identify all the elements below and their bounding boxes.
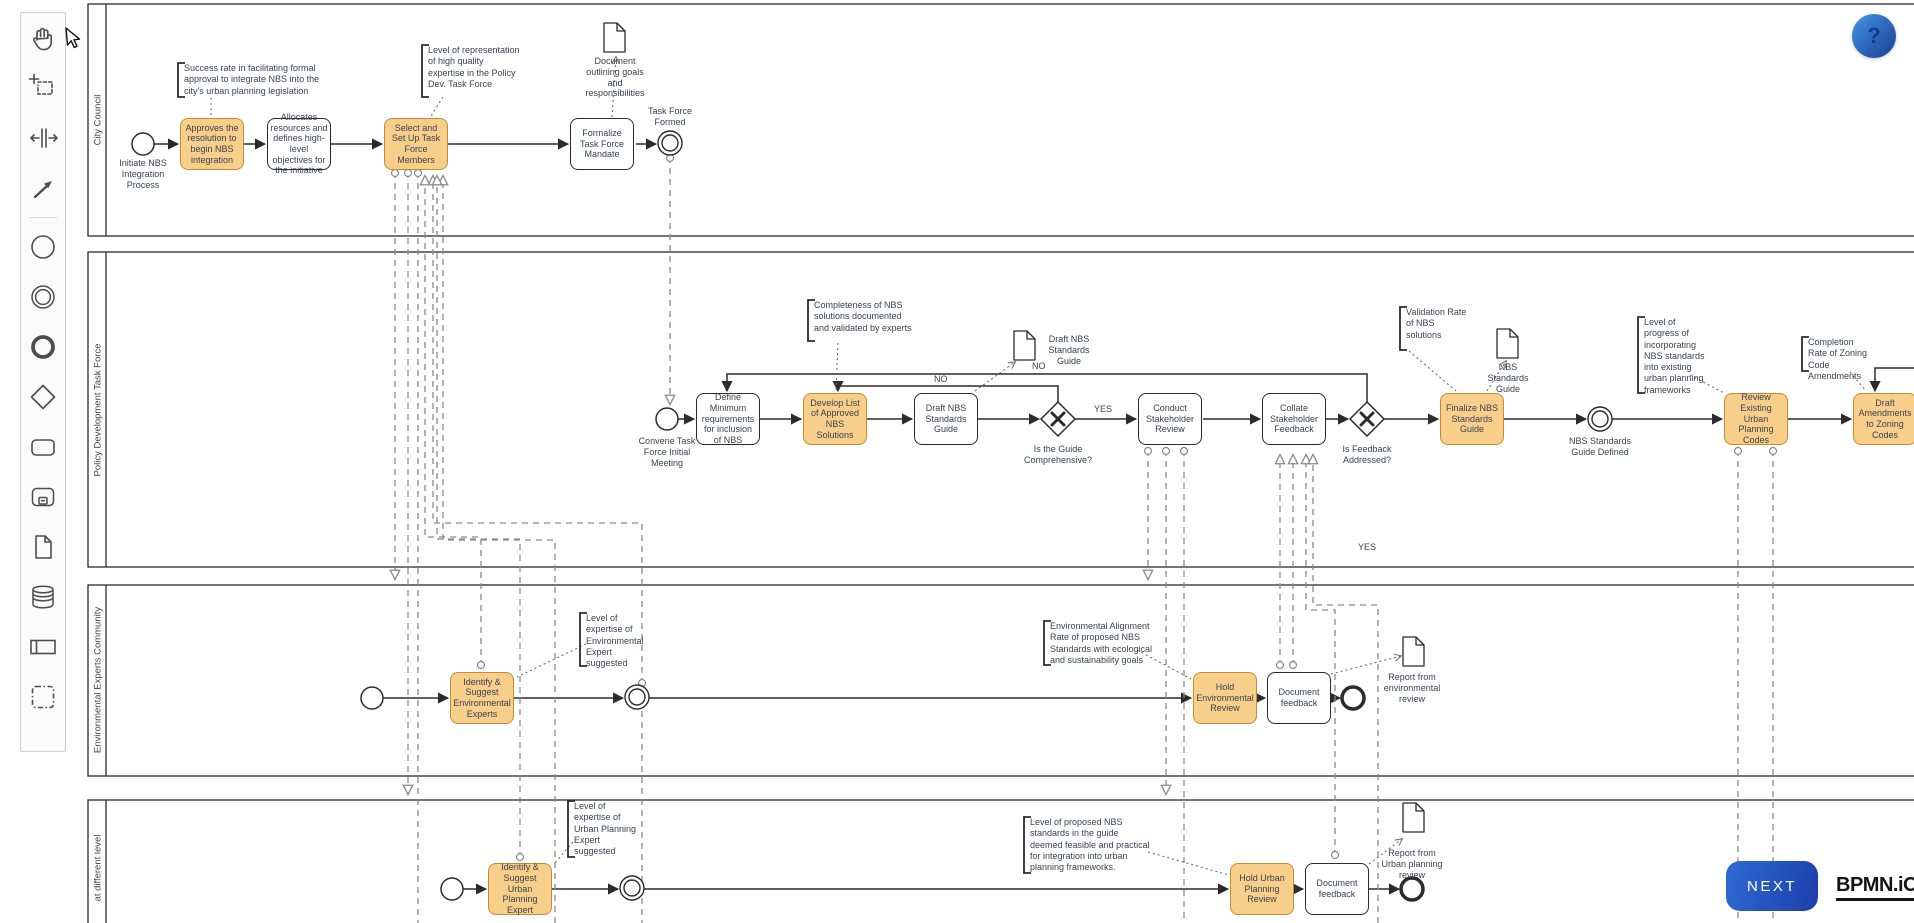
label-initiate-nbs: Initiate NBS Integration Process (119, 158, 167, 190)
annotation-representation: Level of representation of high quality … (428, 45, 520, 89)
task-allocate-resources[interactable]: Allocates resources and defines high-lev… (267, 112, 331, 175)
pool-policy-development-task-force[interactable] (87, 251, 1914, 568)
data-object-draft-guide[interactable] (1013, 330, 1036, 361)
label-no-feedback: NO (1032, 361, 1046, 371)
task-select-task-force[interactable]: Select and Set Up Task Force Members (384, 118, 448, 170)
annotation-success-rate: Success rate in facilitating formal appr… (184, 63, 320, 96)
task-finalize-standards-guide[interactable]: Finalize NBS Standards Guide (1440, 393, 1504, 445)
sequence-flows (154, 138, 1914, 895)
label-env-report-doc: Report from environmental review (1383, 672, 1441, 704)
palette (20, 12, 66, 752)
palette-separator (29, 217, 57, 218)
participant-icon[interactable] (28, 632, 58, 662)
data-object-goals-doc[interactable] (603, 22, 626, 53)
start-event-env-experts[interactable] (360, 686, 384, 710)
annotation-completion-rate: Completion Rate of Zoning Code Amendment… (1808, 337, 1868, 381)
task-collate-stakeholder-feedback[interactable]: Collate Stakeholder Feedback (1262, 393, 1326, 445)
mouse-cursor-icon (62, 26, 84, 55)
annotation-feasibility: Level of proposed NBS standards in the g… (1030, 817, 1150, 872)
label-draft-guide-doc: Draft NBS Standards Guide (1048, 334, 1090, 366)
task-hold-env-review[interactable]: Hold Environmental Review (1193, 672, 1257, 724)
gateway-is-guide-comprehensive[interactable] (1039, 400, 1077, 438)
label-no-guide: NO (934, 374, 948, 384)
bpmn-io-logo: BPMN.iO (1836, 874, 1914, 901)
message-flows (395, 157, 1774, 923)
pool-label-env-experts: Environmental Experts Community (92, 606, 104, 754)
label-gateway-guide: Is the Guide Comprehensive? (1023, 444, 1093, 465)
gateway-icon[interactable] (28, 382, 58, 412)
task-draft-zoning-amendments[interactable]: Draft Amendments to Zoning Codes (1853, 393, 1914, 445)
label-urban-report-doc: Report from Urban planning review (1381, 848, 1443, 880)
label-nbs-guide-doc: NBS Standards Guide (1487, 362, 1529, 394)
task-draft-standards-guide[interactable]: Draft NBS Standards Guide (914, 393, 978, 445)
start-event-convene-meeting[interactable] (655, 407, 679, 431)
group-icon[interactable] (28, 682, 58, 712)
task-develop-solutions-list[interactable]: Develop List of Approved NBS Solutions (803, 393, 867, 445)
pool-label-policy-task-force: Policy Development Task Force (92, 343, 104, 477)
intermediate-event-task-force-formed[interactable] (657, 130, 683, 156)
label-guide-defined: NBS Standards Guide Defined (1568, 436, 1632, 457)
start-event-urban-experts[interactable] (440, 877, 464, 901)
data-object-icon[interactable] (28, 532, 58, 562)
hand-tool-icon[interactable] (28, 23, 58, 53)
label-yes-feedback: YES (1358, 542, 1377, 552)
annotation-completeness: Completeness of NBS solutions documented… (814, 300, 912, 333)
pool-urban-planning-experts[interactable] (87, 799, 1914, 923)
task-approve-resolution[interactable]: Approves the resolution to begin NBS int… (180, 118, 244, 170)
data-object-urban-report[interactable] (1402, 802, 1425, 833)
pool-label-city-council: City Council (92, 94, 104, 146)
intermediate-event-icon[interactable] (28, 282, 58, 312)
annotation-validation-rate: Validation Rate of NBS solutions (1406, 307, 1467, 340)
global-connect-tool-icon[interactable] (28, 173, 58, 203)
task-identify-env-experts[interactable]: Identify & Suggest Environmental Experts (450, 672, 514, 724)
pool-city-council[interactable] (87, 3, 1914, 237)
end-event-env-review[interactable] (1340, 685, 1366, 711)
label-goals-doc: Document outlining goals and responsibil… (585, 56, 645, 99)
label-yes-guide: YES (1094, 404, 1113, 414)
annotation-env-expertise: Level of expertise of Environmental Expe… (586, 613, 644, 668)
pool-label-urban-experts: at different level (92, 834, 104, 902)
start-event-icon[interactable] (28, 232, 58, 262)
help-question-icon: ? (1867, 23, 1881, 48)
annotation-env-alignment: Environmental Alignment Rate of proposed… (1050, 621, 1153, 665)
task-document-feedback-env[interactable]: Document feedback (1267, 672, 1331, 724)
space-tool-icon[interactable] (28, 123, 59, 153)
lasso-tool-icon[interactable] (28, 73, 58, 103)
data-store-icon[interactable] (28, 582, 58, 612)
next-button[interactable]: NEXT (1726, 861, 1818, 911)
task-icon[interactable] (28, 432, 58, 462)
subprocess-icon[interactable] (28, 482, 58, 512)
label-convene-meeting: Convene Task Force Initial Meeting (638, 436, 696, 468)
end-event-icon[interactable] (28, 332, 58, 362)
label-gateway-feedback: Is Feedback Addressed? (1342, 444, 1392, 465)
annotation-brackets (177, 44, 1809, 874)
task-formalize-mandate[interactable]: Formalize Task Force Mandate (570, 118, 634, 170)
help-button[interactable]: ? (1852, 14, 1896, 58)
label-task-force-formed: Task Force Formed (647, 106, 692, 127)
task-document-feedback-urban[interactable]: Document feedback (1305, 863, 1369, 915)
task-define-minimum-requirements[interactable]: Define Minimum requirements for inclusio… (696, 392, 760, 445)
task-conduct-stakeholder-review[interactable]: Conduct Stakeholder Review (1138, 393, 1202, 445)
message-source-anchors (390, 153, 1778, 862)
annotation-progress: Level of progress of incorporating NBS s… (1644, 317, 1705, 395)
pool-environmental-experts-community[interactable] (87, 584, 1914, 777)
task-identify-urban-expert[interactable]: Identify & Suggest Urban Planning Expert (488, 862, 552, 915)
associations (210, 55, 1867, 876)
data-object-env-report[interactable] (1402, 636, 1425, 667)
task-hold-urban-review[interactable]: Hold Urban Planning Review (1230, 863, 1294, 915)
intermediate-event-guide-defined[interactable] (1587, 406, 1613, 432)
intermediate-event-env-suggested[interactable] (624, 684, 650, 710)
task-review-urban-codes[interactable]: Review Existing Urban Planning Codes (1724, 392, 1788, 445)
gateway-is-feedback-addressed[interactable] (1348, 400, 1386, 438)
end-event-urban-review[interactable] (1399, 876, 1425, 902)
intermediate-event-urban-suggested[interactable] (619, 875, 645, 901)
data-object-nbs-guide[interactable] (1496, 328, 1519, 359)
annotation-urban-expertise: Level of expertise of Urban Planning Exp… (574, 801, 637, 856)
start-event-initiate-nbs[interactable] (131, 132, 155, 156)
